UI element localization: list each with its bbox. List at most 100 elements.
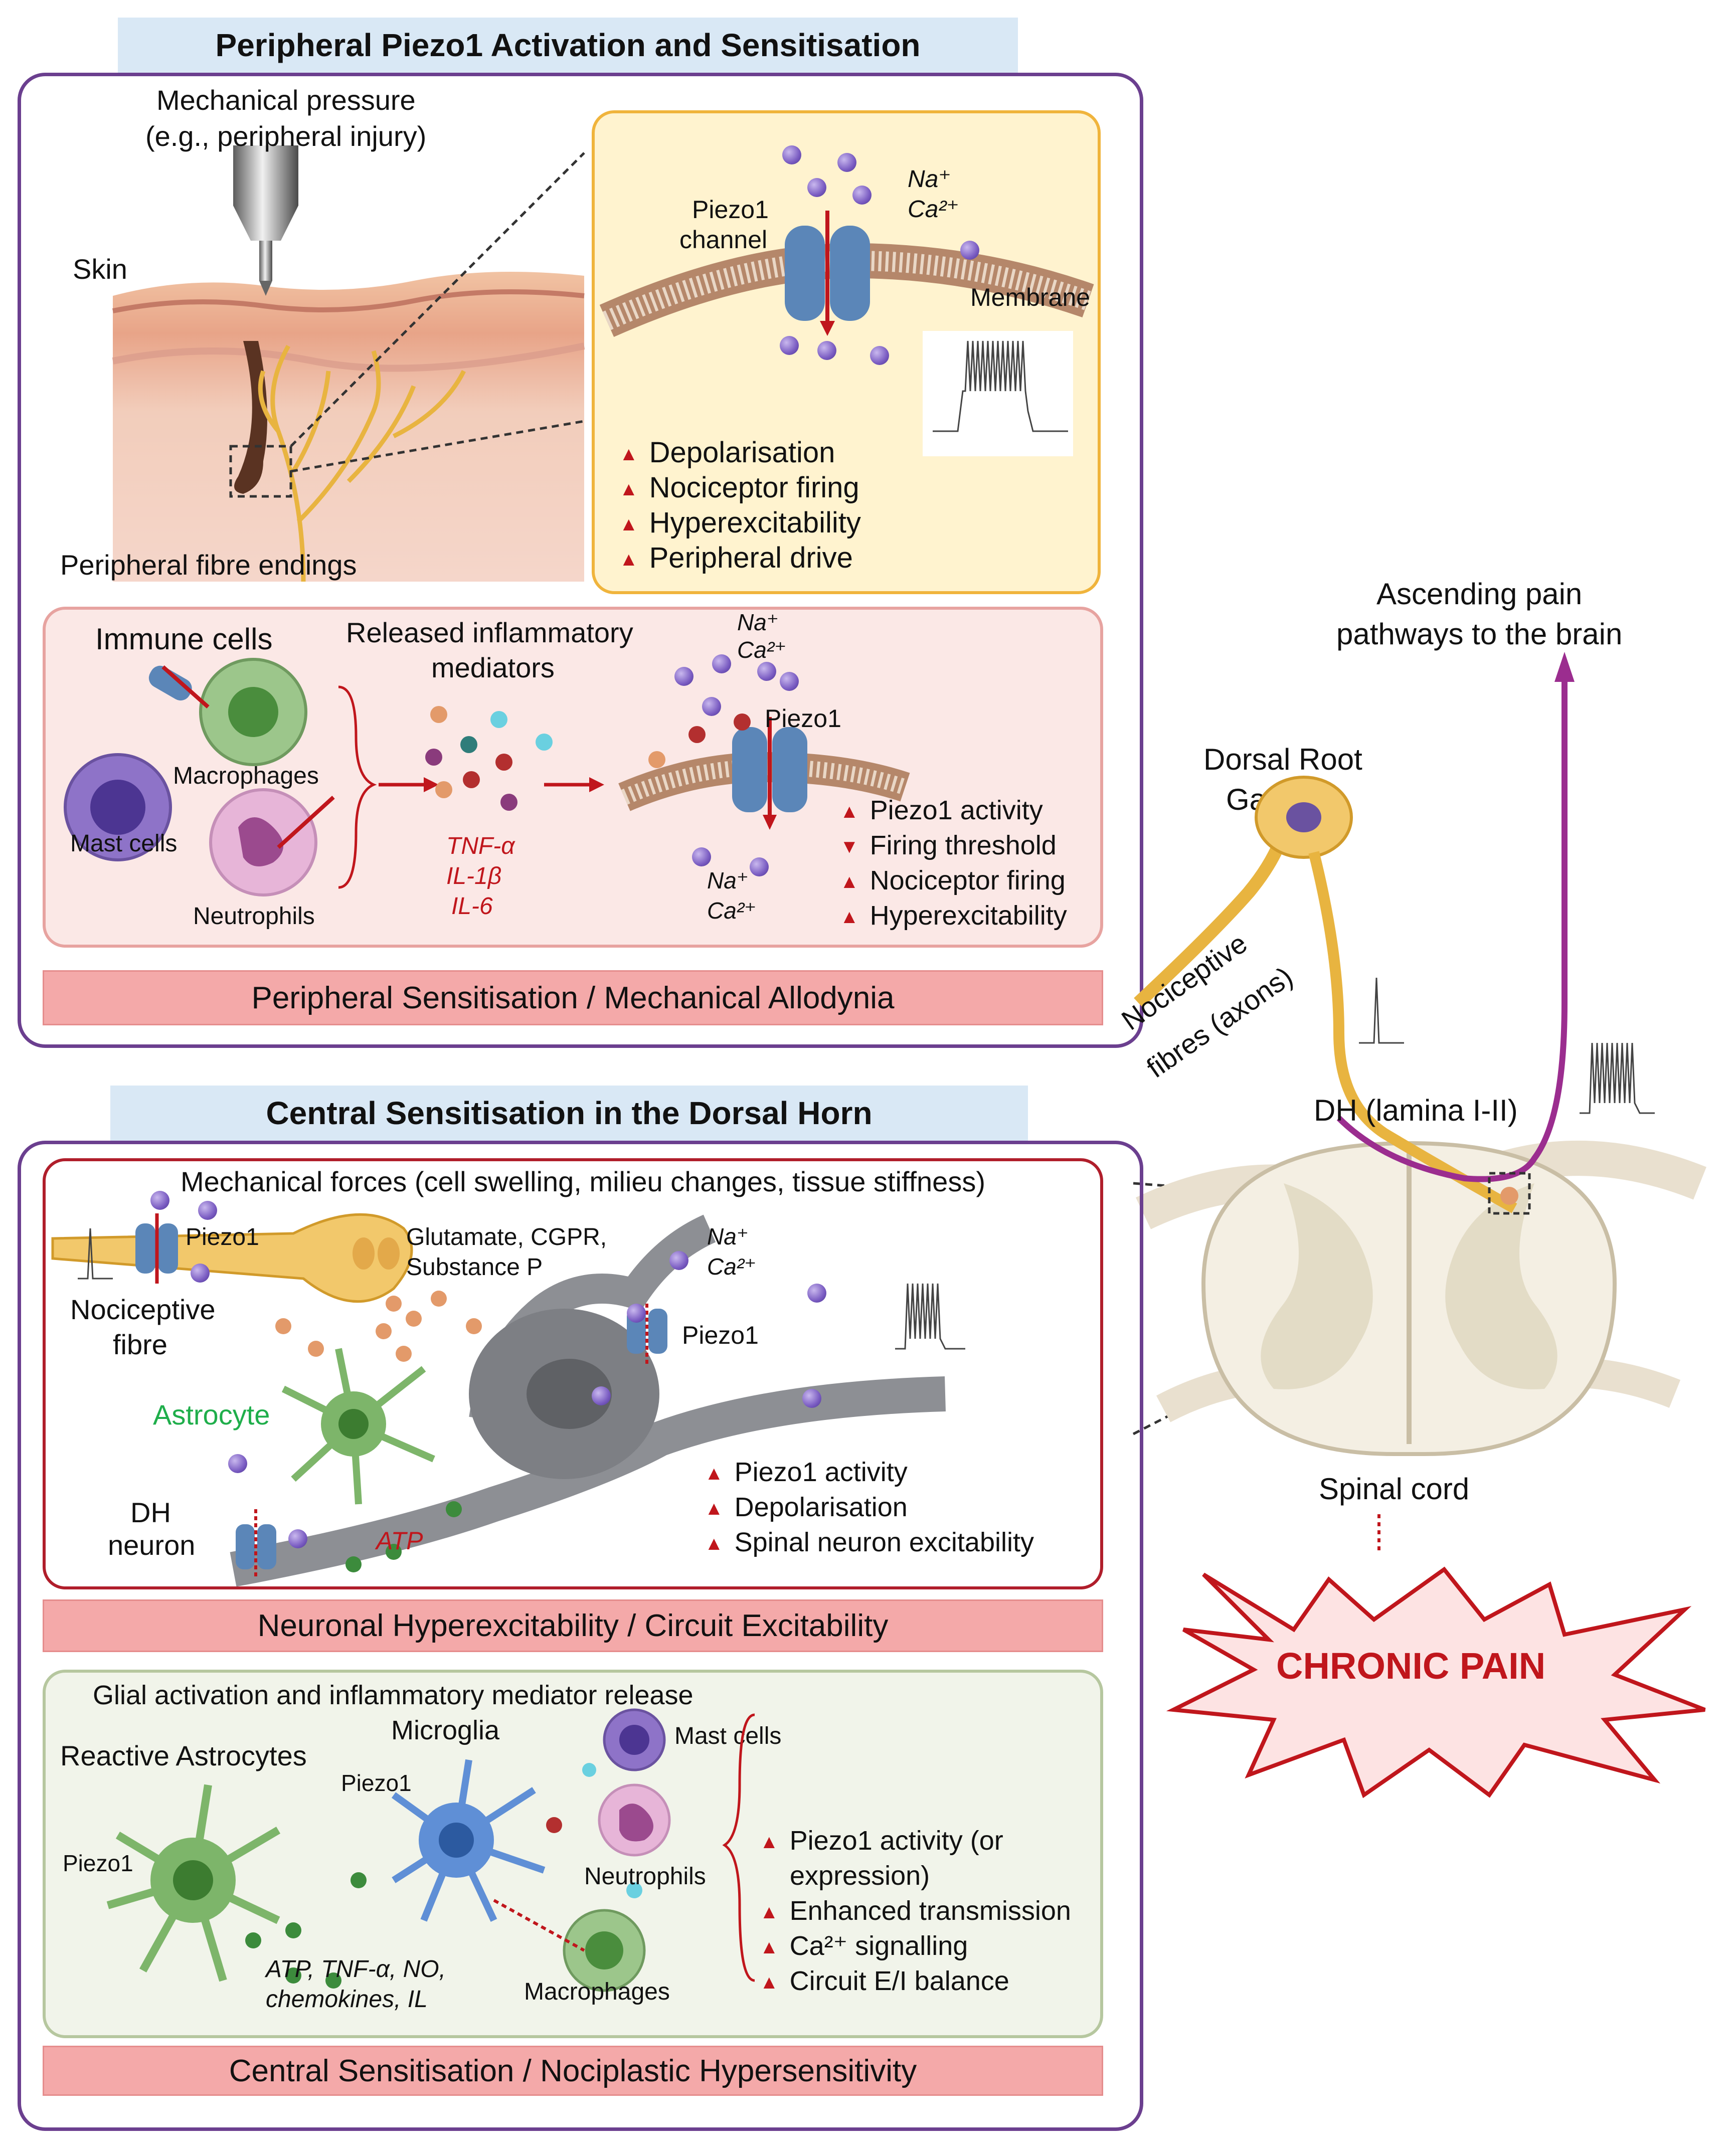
skin-label: Skin [73,253,127,285]
ion [692,847,711,866]
needle [223,145,308,296]
effect2-hyperexcitability: Hyperexcitability [840,900,1067,931]
effect-peripheral-drive: Peripheral drive [619,542,853,575]
dh-lamina-label: DH (lamina I-II) [1314,1094,1518,1127]
dorsal-horn-illustration [51,1213,965,1587]
dh-neuron-label-1: DH [130,1497,171,1528]
central-panel [18,1141,1143,2131]
piezo1-label-astrocyte: Piezo1 [63,1850,133,1876]
piezo1-label-immune: Piezo1 [765,704,841,733]
ion [780,672,799,691]
neutrophils-label-central: Neutrophils [584,1863,706,1890]
ion [817,341,836,360]
central-effect-depolarisation: Depolarisation [705,1492,908,1523]
peripheral-header: Peripheral Piezo1 Activation and Sensiti… [118,18,1018,73]
ascending-label-1: Ascending pain [1376,577,1583,611]
central-outcome-bar-1: Neuronal Hyperexcitability / Circuit Exc… [43,1599,1103,1652]
piezo1-label-microglia: Piezo1 [341,1770,412,1796]
ion [807,178,826,197]
na-ion-label-3: Na⁺ [707,867,749,893]
ion [150,1191,169,1210]
na-ion-label-2: Na⁺ [737,609,779,635]
ion [750,857,769,876]
effect2-nociceptor-firing: Nociceptor firing [840,865,1066,896]
nociceptive-fibre-label-2: fibre [113,1329,167,1360]
piezo1-label-neuron: Piezo1 [682,1321,759,1349]
ion [870,346,889,365]
ca-ion-label: Ca²⁺ [908,196,959,223]
cytokine-il1b: IL-1β [446,863,502,889]
central-header: Central Sensitisation in the Dorsal Horn [110,1086,1028,1141]
effect-nociceptor-firing: Nociceptor firing [619,471,859,505]
peripheral-outcome-bar: Peripheral Sensitisation / Mechanical Al… [43,970,1103,1025]
ca-ion-label-3: Ca²⁺ [707,898,757,924]
ion [960,241,979,260]
macrophages-label: Macrophages [173,763,319,789]
ion [782,145,801,164]
ion [191,1264,210,1283]
ascending-label-2: pathways to the brain [1336,617,1623,651]
ca-ion-label-4: Ca²⁺ [707,1253,757,1280]
piezo1-channel-label-2: channel [679,226,768,254]
transmitters-label-1: Glutamate, CGPR, [406,1224,607,1250]
na-ion-label: Na⁺ [908,166,951,193]
central-effect-excitability: Spinal neuron excitability [705,1527,1034,1558]
membrane-label: Membrane [970,283,1090,311]
effect2-firing-threshold: Firing threshold [840,830,1057,861]
chronic-pain-burst [1166,1566,1706,1799]
ion [198,1201,217,1220]
peripheral-panel [18,73,1143,1048]
central-outcome-bar-2: Central Sensitisation / Nociplastic Hype… [43,2046,1103,2096]
immune-cells-illustration [64,658,910,896]
forces-box [43,1158,1103,1589]
mechanical-pressure-label: Mechanical pressure [156,84,416,116]
spinal-cord-label: Spinal cord [1319,1472,1470,1506]
spinal-cord-illustration [1134,652,1706,1554]
cytokine-il6: IL-6 [451,893,493,920]
cytokine-tnf: TNF-α [446,833,515,859]
glial-effect-ei-balance: Circuit E/I balance [760,1965,1009,1997]
chronic-pain-label: CHRONIC PAIN [1276,1645,1546,1687]
released-mediators-2: mediators [431,652,555,683]
glial-effect-piezo1-b: expression) [790,1861,930,1891]
glial-effect-transmission: Enhanced transmission [760,1895,1071,1926]
ca-ion-label-2: Ca²⁺ [737,637,787,663]
glial-cells-illustration [106,1708,755,1992]
glial-title: Glial activation and inflammatory mediat… [93,1680,693,1710]
macrophages-label-central: Macrophages [524,1979,670,2005]
neutrophils-label: Neutrophils [193,903,315,930]
effect-depolarisation: Depolarisation [619,436,835,470]
immune-cells-title: Immune cells [95,622,273,656]
fibre-endings-label: Peripheral fibre endings [60,549,357,581]
forces-title: Mechanical forces (cell swelling, milieu… [181,1166,985,1197]
drg-label-1: Dorsal Root [1203,743,1362,776]
ion [702,697,721,716]
dh-neuron-label-2: neuron [108,1529,196,1561]
ion [852,186,872,205]
effect-hyperexcitability: Hyperexcitability [619,506,861,540]
mast-cells-label-central: Mast cells [674,1723,782,1749]
ion [807,1284,826,1303]
na-ion-label-4: Na⁺ [707,1223,749,1249]
transmitters-label-2: Substance P [406,1254,543,1281]
released-mediators-1: Released inflammatory [346,617,633,648]
effect2-piezo1-activity: Piezo1 activity [840,795,1043,826]
mediators-label-2: chemokines, IL [266,1986,428,2013]
ion [669,1251,688,1270]
skin-illustration [112,221,585,582]
astrocyte-label: Astrocyte [153,1399,270,1430]
ion [757,662,776,681]
ion [627,1304,646,1323]
mast-cells-label: Mast cells [70,830,178,857]
ion [712,654,731,673]
mediators-label-1: ATP, TNF-α, NO, [266,1956,446,1983]
nociceptive-fibre-label-1: Nociceptive [70,1294,216,1325]
ion [288,1529,307,1548]
piezo1-label-fibre: Piezo1 [186,1224,259,1250]
ion [837,153,856,172]
reactive-astrocytes-label: Reactive Astrocytes [60,1740,307,1771]
glial-effect-calcium: Ca²⁺ signalling [760,1930,968,1961]
atp-label: ATP [376,1527,423,1555]
ion [228,1454,247,1473]
microglia-label: Microglia [391,1715,500,1745]
